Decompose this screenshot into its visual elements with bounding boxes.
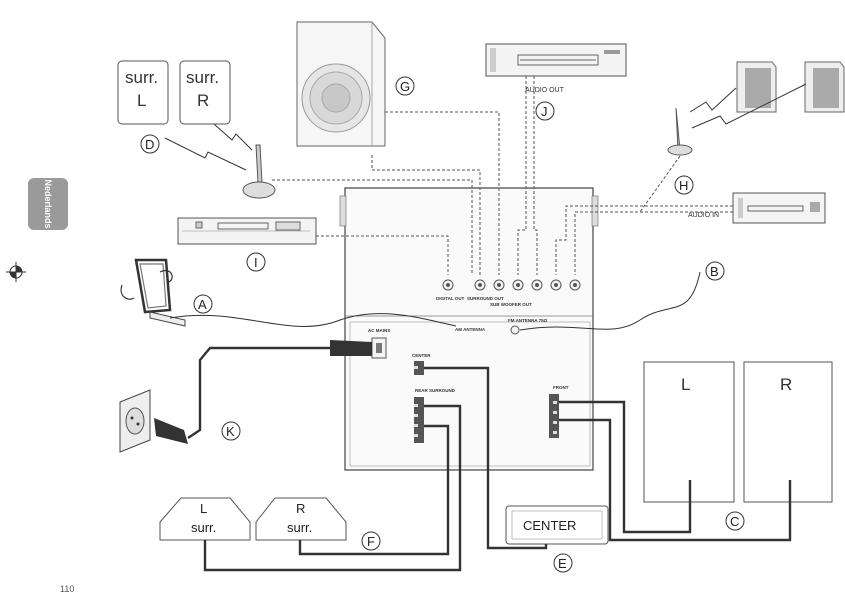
audio-in-label: AUDIO IN <box>688 212 719 219</box>
callout-f-text: F <box>367 534 375 549</box>
callout-d: D <box>140 134 160 154</box>
center-speaker-text: CENTER <box>523 518 576 533</box>
surr-r-bottom-text: R <box>197 91 209 110</box>
label-front-terminal: FRONT <box>553 385 569 390</box>
front-l-text: L <box>681 375 690 394</box>
label-sub-woofer-out: SUB WOOFER OUT <box>490 302 532 307</box>
label-am-antenna: AM ANTENNA <box>455 327 486 332</box>
front-r-text: R <box>780 375 792 394</box>
callout-e: E <box>553 553 573 573</box>
front-terminal <box>549 394 559 438</box>
callout-k: K <box>221 421 241 441</box>
callout-j: J <box>535 101 555 121</box>
front-speaker-right: R <box>743 361 833 503</box>
label-surround-out: SURROUND OUT <box>467 296 504 301</box>
rear-l-bottom-text: surr. <box>191 520 216 535</box>
wireless-transmitter-d <box>242 144 276 199</box>
rear-surround-terminal <box>414 397 424 443</box>
label-rear-surround: REAR SURROUND <box>415 388 456 393</box>
wireless-surround-right: surr. R <box>179 60 231 125</box>
wall-outlet <box>119 389 151 453</box>
center-speaker: CENTER <box>505 505 609 545</box>
callout-b-text: B <box>710 264 719 279</box>
callout-i: I <box>246 252 266 272</box>
surr-l-bottom-text: L <box>137 91 146 110</box>
jack-digital-out <box>442 279 454 291</box>
rear-l-top-text: L <box>200 501 207 516</box>
callout-c: C <box>725 511 745 531</box>
jack-surround-out <box>474 279 486 291</box>
audio-in-device <box>732 192 826 224</box>
label-mains: AC MAINS <box>368 328 390 333</box>
language-tab-text: Nederlands <box>43 179 53 229</box>
rear-surround-left: L surr. <box>159 497 251 541</box>
callout-e-text: E <box>558 556 567 571</box>
wireless-transmitter-h <box>667 107 693 156</box>
jack-line-in-r <box>531 279 543 291</box>
callout-i-text: I <box>254 255 258 270</box>
rear-r-top-text: R <box>296 501 305 516</box>
surr-l-top-text: surr. <box>125 68 158 87</box>
fm-antenna-jack <box>510 325 520 335</box>
front-speaker-left: L <box>643 361 735 503</box>
callout-g: G <box>395 76 415 96</box>
jack-line-in-l <box>512 279 524 291</box>
callout-a: A <box>193 294 213 314</box>
subwoofer <box>296 21 386 147</box>
wireless-surround-left: surr. L <box>117 60 169 125</box>
callout-f: F <box>361 531 381 551</box>
label-digital-out: DIGITAL OUT <box>436 296 465 301</box>
callout-d-text: D <box>145 137 154 152</box>
callout-a-text: A <box>198 297 207 312</box>
speaker-cables <box>169 271 792 572</box>
registration-mark <box>6 262 26 282</box>
audio-out-label: AUDIO OUT <box>525 87 565 94</box>
page-number: 110 <box>60 584 75 594</box>
center-terminal <box>414 361 424 375</box>
wireless-speaker-right <box>804 61 845 113</box>
callout-c-text: C <box>730 514 739 529</box>
surr-r-top-text: surr. <box>186 68 219 87</box>
callout-k-text: K <box>226 424 235 439</box>
dvd-player <box>177 217 317 245</box>
language-tab: Nederlands <box>28 178 68 230</box>
callout-j-text: J <box>541 104 548 119</box>
wireless-speaker-left <box>736 61 777 113</box>
panel-jacks <box>442 279 581 291</box>
callout-g-text: G <box>400 79 410 94</box>
rear-surround-right: R surr. <box>255 497 347 541</box>
jack-line-out-l <box>550 279 562 291</box>
callout-h: H <box>674 175 694 195</box>
callout-b: B <box>705 261 725 281</box>
jack-line-out-r <box>569 279 581 291</box>
audio-out-device <box>485 43 627 77</box>
am-loop-antenna <box>120 258 186 327</box>
mains-plug-end <box>330 340 372 356</box>
power-plug <box>154 418 188 444</box>
label-center-terminal: CENTER <box>412 353 431 358</box>
callout-h-text: H <box>679 178 688 193</box>
label-fm-antenna: FM ANTENNA 75Ω <box>508 318 548 323</box>
jack-sub-woofer-out <box>493 279 505 291</box>
rear-r-bottom-text: surr. <box>287 520 312 535</box>
signal-cables <box>272 76 733 275</box>
